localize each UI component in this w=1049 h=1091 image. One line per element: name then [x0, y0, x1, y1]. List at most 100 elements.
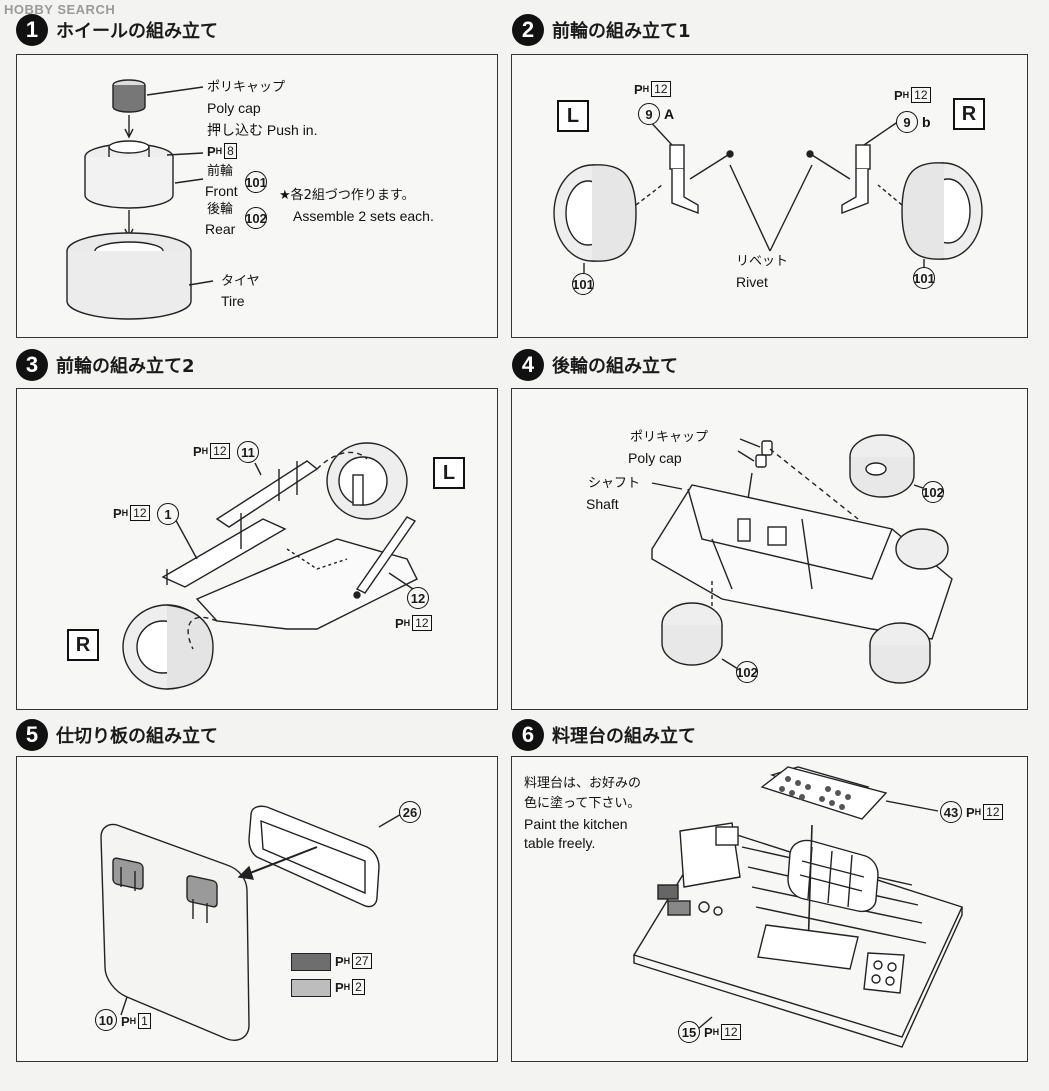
part-number-101: 101	[245, 171, 267, 193]
front-wheel-drawing-2	[122, 442, 418, 690]
left-side-marker: L	[557, 100, 589, 132]
note-jp-line1: 料理台は、お好みの	[524, 776, 642, 791]
step-title: 前輪の組み立て1	[552, 21, 691, 42]
ph-number: 12	[210, 443, 230, 459]
ph-letter: P	[193, 443, 202, 459]
color-swatch-dark	[291, 953, 331, 971]
ph-letter: P	[113, 505, 122, 521]
polycap-label-jp: ポリキャップ	[630, 430, 709, 445]
ph-sub: H	[201, 446, 209, 456]
ph-letter: P	[335, 979, 344, 995]
front-label-en: Front	[205, 183, 238, 199]
ph-letter: P	[704, 1024, 713, 1040]
front-wheel-drawing-1	[553, 116, 983, 273]
step-6-header: 6 料理台の組み立て	[512, 719, 696, 751]
ph-number: 12	[130, 505, 150, 521]
step-number: 6	[512, 719, 544, 751]
front-label-jp: 前輪	[207, 164, 234, 179]
part-number-102-top: 102	[922, 481, 944, 503]
part-number-9a: 9	[638, 103, 660, 125]
polycap-label-en: Poly cap	[628, 450, 682, 466]
part-number-10: 10	[95, 1009, 117, 1031]
step-2-header: 2 前輪の組み立て1	[512, 14, 691, 46]
shaft-label-en: Shaft	[586, 496, 619, 512]
ph-number: 8	[224, 143, 237, 159]
step-6-panel: 料理台は、お好みの 色に塗って下さい。 Paint the kitchen ta…	[511, 756, 1028, 1062]
part-number-9b: 9	[896, 111, 918, 133]
ph-number: 12	[911, 87, 931, 103]
step-5-header: 5 仕切り板の組み立て	[16, 719, 218, 751]
tire-label-en: Tire	[221, 293, 245, 309]
ph-number: 27	[352, 953, 372, 969]
part-number-43: 43	[940, 801, 962, 823]
rear-label-jp: 後輪	[207, 202, 234, 217]
right-side-marker: R	[953, 98, 985, 130]
rivet-label-en: Rivet	[736, 274, 768, 290]
step-title: 料理台の組み立て	[552, 726, 696, 747]
ph-number: 2	[352, 979, 365, 995]
left-side-marker: L	[433, 457, 465, 489]
ph-sub: H	[902, 90, 910, 100]
note-jp: ★各2組づつ作ります。	[279, 188, 415, 203]
part-number-11: 11	[237, 441, 259, 463]
ph-letter: P	[207, 143, 216, 159]
rear-label-en: Rear	[205, 221, 236, 237]
step-4-header: 4 後輪の組み立て	[512, 349, 678, 381]
step-3-header: 3 前輪の組み立て2	[16, 349, 195, 381]
step-title: ホイールの組み立て	[56, 21, 218, 42]
kitchen-table-drawing	[632, 766, 963, 1048]
note-en-line2: table freely.	[524, 835, 596, 851]
ph-sub: H	[215, 146, 223, 156]
polycap-label-en: Poly cap	[207, 100, 261, 116]
part-number-1: 1	[157, 503, 179, 525]
ph-letter: P	[395, 615, 404, 631]
step-title: 後輪の組み立て	[552, 356, 678, 377]
part-number-12: 12	[407, 587, 429, 609]
step-title: 前輪の組み立て2	[56, 356, 195, 377]
ph-sub: H	[343, 956, 351, 966]
part-letter-b: b	[922, 114, 931, 130]
ph-number: 1	[138, 1013, 151, 1029]
partition-drawing	[100, 805, 404, 1041]
tire-label-jp: タイヤ	[221, 274, 260, 289]
ph-sub: H	[343, 982, 351, 992]
part-number-101-right: 101	[913, 267, 935, 289]
note-en: Assemble 2 sets each.	[293, 208, 434, 224]
ph-sub: H	[642, 84, 650, 94]
ph-sub: H	[974, 807, 982, 817]
part-number-101-left: 101	[572, 273, 594, 295]
ph-letter: P	[894, 87, 903, 103]
step-number: 2	[512, 14, 544, 46]
polycap-label-jp: ポリキャップ	[207, 80, 286, 95]
watermark: HOBBY SEARCH	[4, 2, 116, 17]
ph-number: 12	[651, 81, 671, 97]
step-number: 4	[512, 349, 544, 381]
step-1-header: 1 ホイールの組み立て	[16, 14, 218, 46]
right-side-marker: R	[67, 629, 99, 661]
rivet-label-jp: リベット	[736, 254, 789, 269]
note-en-line1: Paint the kitchen	[524, 816, 628, 832]
note-jp-line2: 色に塗って下さい。	[524, 796, 641, 811]
ph-number: 12	[721, 1024, 741, 1040]
color-swatch-light	[291, 979, 331, 997]
ph-letter: P	[966, 804, 975, 820]
wheel-assembly-drawing	[66, 79, 214, 320]
ph-letter: P	[634, 81, 643, 97]
part-number-26: 26	[399, 801, 421, 823]
step-number: 1	[16, 14, 48, 46]
ph-letter: P	[121, 1013, 130, 1029]
step-title: 仕切り板の組み立て	[56, 726, 218, 747]
ph-sub: H	[712, 1027, 720, 1037]
part-letter-a: A	[664, 106, 675, 122]
